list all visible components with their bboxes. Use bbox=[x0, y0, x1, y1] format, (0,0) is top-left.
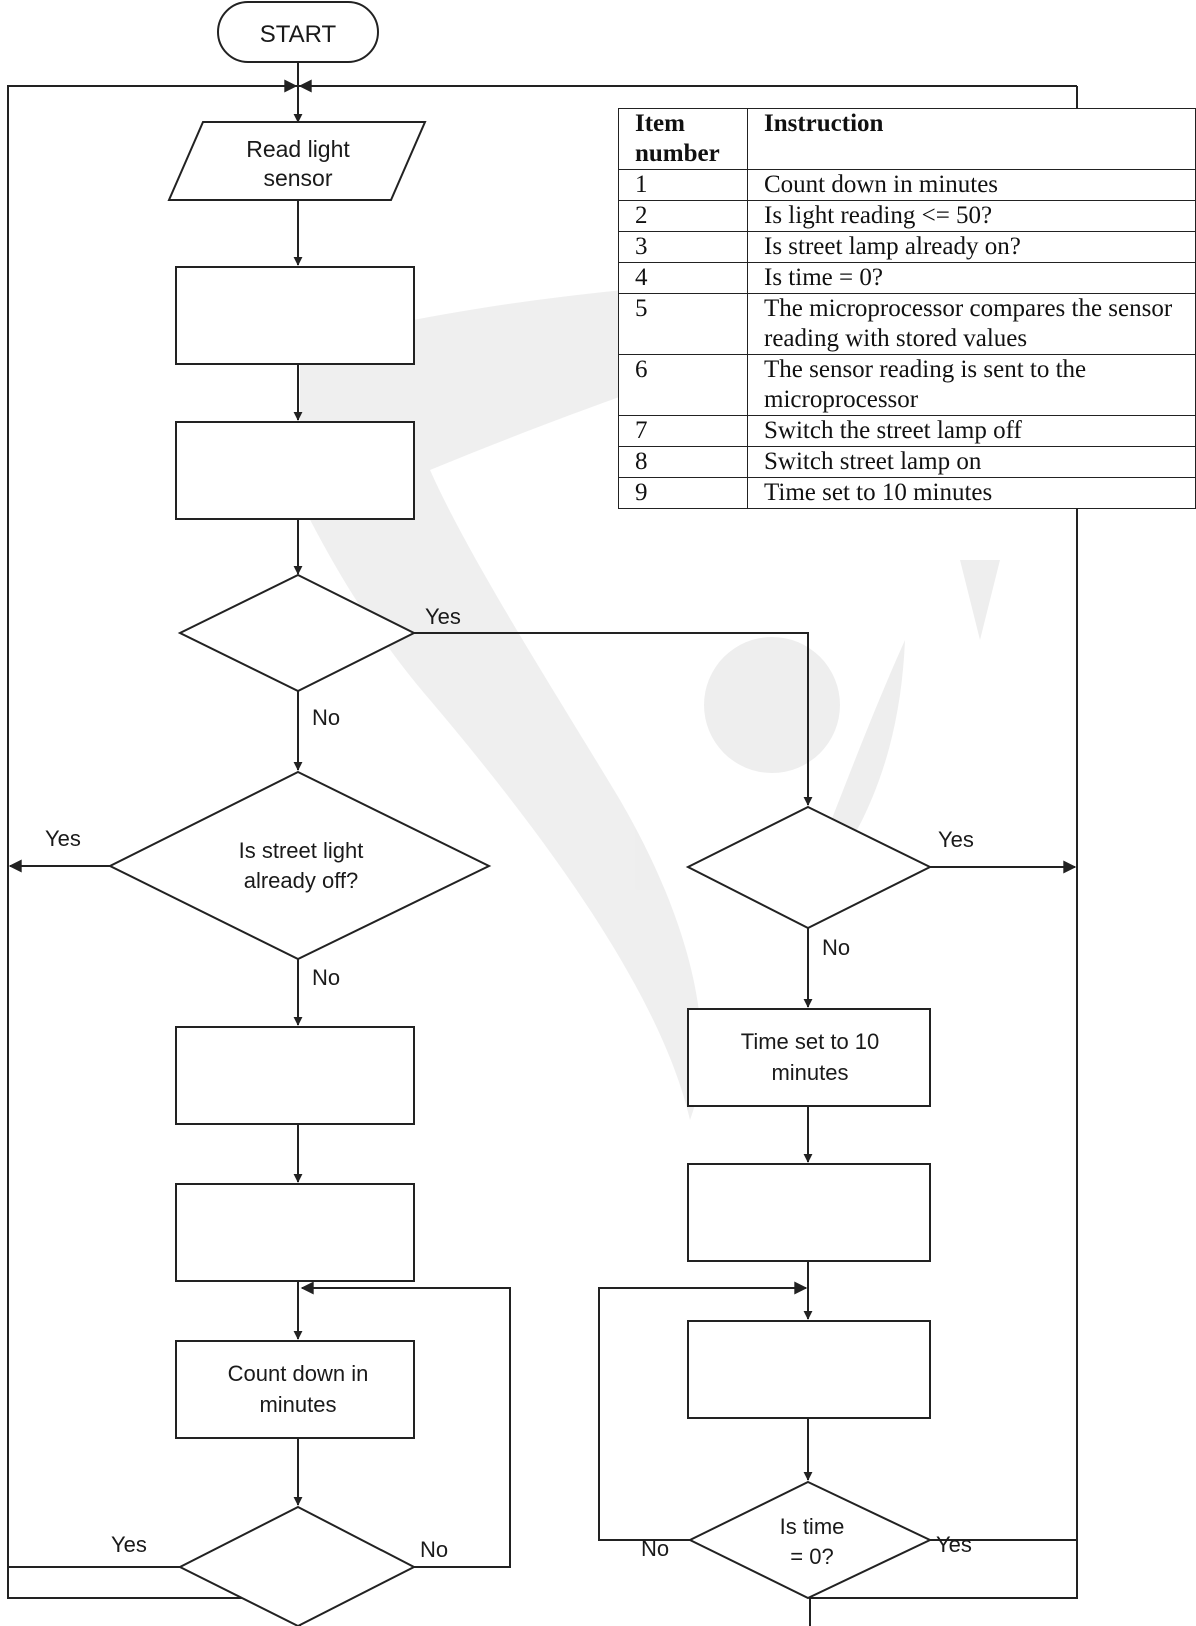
read-sensor-line1: Read light bbox=[246, 136, 350, 162]
street-light-yes-label: Yes bbox=[45, 826, 81, 851]
outer-loop-right bbox=[809, 86, 1078, 1626]
instruction-cell: The sensor reading is sent to the microp… bbox=[747, 354, 1196, 416]
decision-blank-right bbox=[685, 805, 933, 930]
street-light-off-line1: Is street light bbox=[239, 838, 364, 863]
empty-box-4 bbox=[175, 1183, 415, 1282]
item-number-cell: 3 bbox=[618, 231, 748, 263]
start-label: START bbox=[260, 21, 337, 48]
time-set-box bbox=[687, 1008, 931, 1107]
item-number-cell: 1 bbox=[618, 169, 748, 201]
count-down-line2: minutes bbox=[259, 1392, 336, 1417]
instruction-cell: The microprocessor compares the sensor r… bbox=[747, 293, 1196, 355]
right-decision-yes-label: Yes bbox=[938, 827, 974, 852]
time-zero-line2: = 0? bbox=[790, 1544, 833, 1569]
item-number-cell: 8 bbox=[618, 446, 748, 478]
street-light-no-label: No bbox=[312, 965, 340, 990]
time-set-line2: minutes bbox=[771, 1060, 848, 1085]
empty-box-3 bbox=[175, 1026, 415, 1125]
item-number-cell: 9 bbox=[618, 477, 748, 509]
street-light-off-line2: already off? bbox=[244, 868, 359, 893]
decision1-no-label: No bbox=[312, 705, 340, 730]
instruction-cell: Time set to 10 minutes bbox=[747, 477, 1196, 509]
empty-box-6 bbox=[687, 1320, 931, 1419]
left-bottom-no-label: No bbox=[420, 1537, 448, 1562]
count-down-line1: Count down in bbox=[228, 1361, 369, 1386]
instruction-cell: Switch street lamp on bbox=[747, 446, 1196, 478]
instruction-cell: Switch the street lamp off bbox=[747, 415, 1196, 447]
item-number-cell: 6 bbox=[618, 354, 748, 416]
decision1-yes-label: Yes bbox=[425, 604, 461, 629]
time-zero-yes-label: Yes bbox=[936, 1532, 972, 1557]
street-light-off-decision bbox=[107, 770, 492, 961]
left-bottom-yes-label: Yes bbox=[111, 1532, 147, 1557]
instruction-cell: Is time = 0? bbox=[747, 262, 1196, 294]
time-zero-no-label: No bbox=[641, 1536, 669, 1561]
item-number-cell: 2 bbox=[618, 200, 748, 232]
time-zero-decision bbox=[687, 1480, 933, 1600]
empty-box-2 bbox=[175, 421, 415, 520]
time-set-line1: Time set to 10 bbox=[741, 1029, 880, 1054]
right-decision-no-label: No bbox=[822, 935, 850, 960]
read-sensor-line2: sensor bbox=[263, 165, 332, 191]
instruction-cell: Is light reading <= 50? bbox=[747, 200, 1196, 232]
empty-box-5 bbox=[687, 1163, 931, 1262]
count-down-box bbox=[175, 1340, 415, 1439]
time-zero-line1: Is time bbox=[780, 1514, 845, 1539]
header-instruction: Instruction bbox=[747, 108, 1196, 170]
instruction-cell: Count down in minutes bbox=[747, 169, 1196, 201]
read-sensor-io bbox=[167, 121, 427, 201]
item-number-cell: 4 bbox=[618, 262, 748, 294]
item-number-cell: 7 bbox=[618, 415, 748, 447]
item-number-cell: 5 bbox=[618, 293, 748, 355]
decision-blank-left-bottom bbox=[177, 1505, 417, 1626]
instruction-cell: Is street lamp already on? bbox=[747, 231, 1196, 263]
empty-box-1 bbox=[175, 266, 415, 365]
